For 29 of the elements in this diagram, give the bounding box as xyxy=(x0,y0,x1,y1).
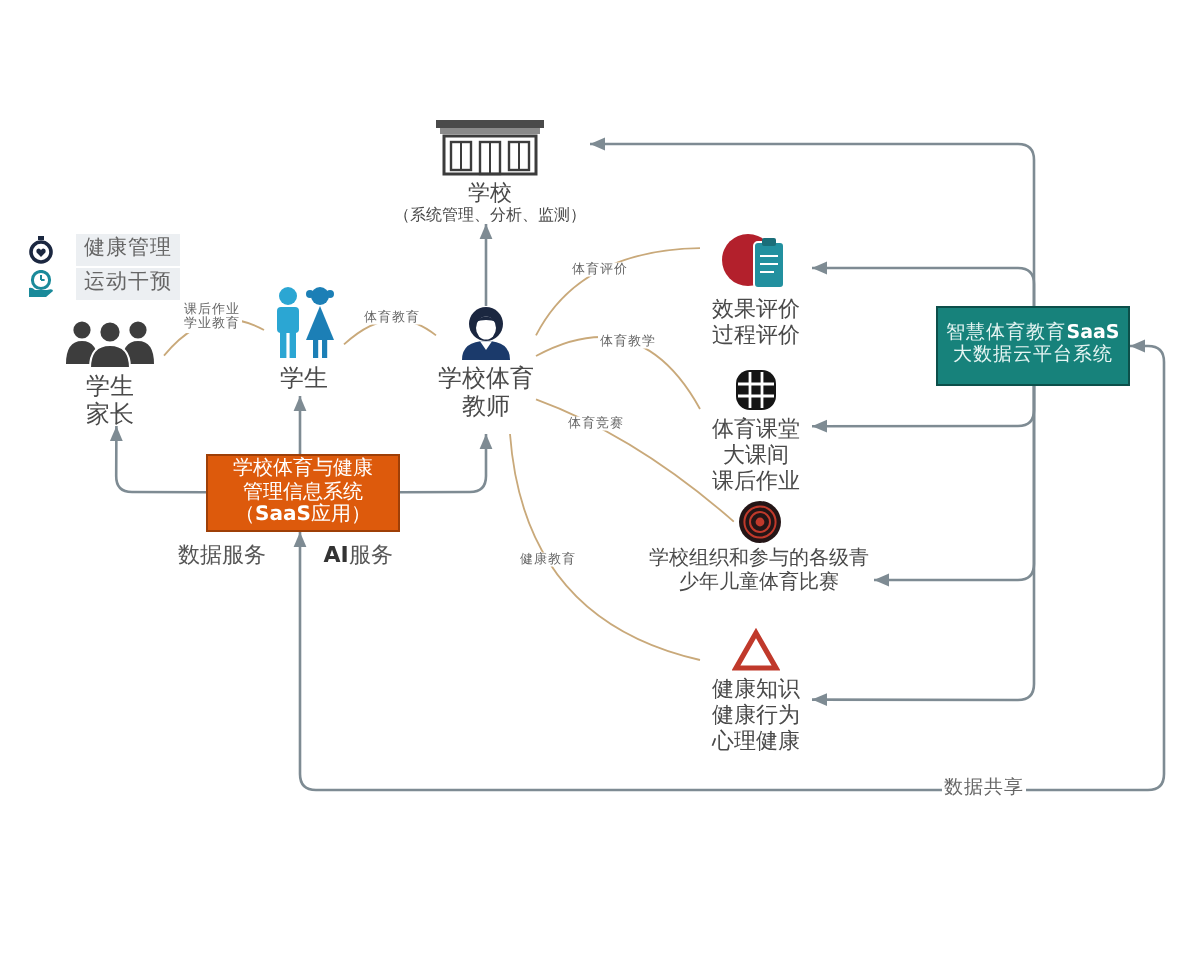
node-label: 学校 xyxy=(468,180,512,207)
arrow xyxy=(479,224,493,306)
arrow xyxy=(812,386,1036,707)
node-label: 效果评价 xyxy=(712,296,800,323)
node-label: 学校组织和参与的各级青少年儿童体育比赛 xyxy=(647,548,871,596)
node-label: 健康知识 xyxy=(712,676,800,703)
text-label: AI服务 xyxy=(323,540,393,570)
system-box: 智慧体育教育SaaS大数据云平台系统 xyxy=(936,306,1130,386)
subtitle: （系统管理、分析、监测） xyxy=(394,206,586,226)
node-label: 过程评价 xyxy=(712,322,800,349)
node-label: 学校体育教师 xyxy=(436,364,536,422)
node-label: 大课间 xyxy=(723,442,789,469)
system-box: 学校体育与健康管理信息系统（SaaS应用） xyxy=(206,454,400,532)
arrow xyxy=(109,426,206,494)
node-label: 健康行为 xyxy=(712,702,800,729)
node-label: 课后作业 xyxy=(712,468,800,496)
arrow xyxy=(293,396,307,454)
node-label: 学生 xyxy=(280,364,328,393)
tag: 运动干预 xyxy=(76,268,180,300)
arrow xyxy=(400,434,493,494)
edge-label: 数据共享 xyxy=(942,779,1026,801)
arrow xyxy=(812,261,1036,306)
tag: 健康管理 xyxy=(76,234,180,266)
node-label: 心理健康 xyxy=(712,728,800,756)
connector xyxy=(509,433,701,661)
node-label: 体育课堂 xyxy=(712,416,800,443)
text-label: 数据服务 xyxy=(178,540,266,570)
arrow xyxy=(293,339,1166,792)
node-label: 学生家长 xyxy=(84,372,136,430)
